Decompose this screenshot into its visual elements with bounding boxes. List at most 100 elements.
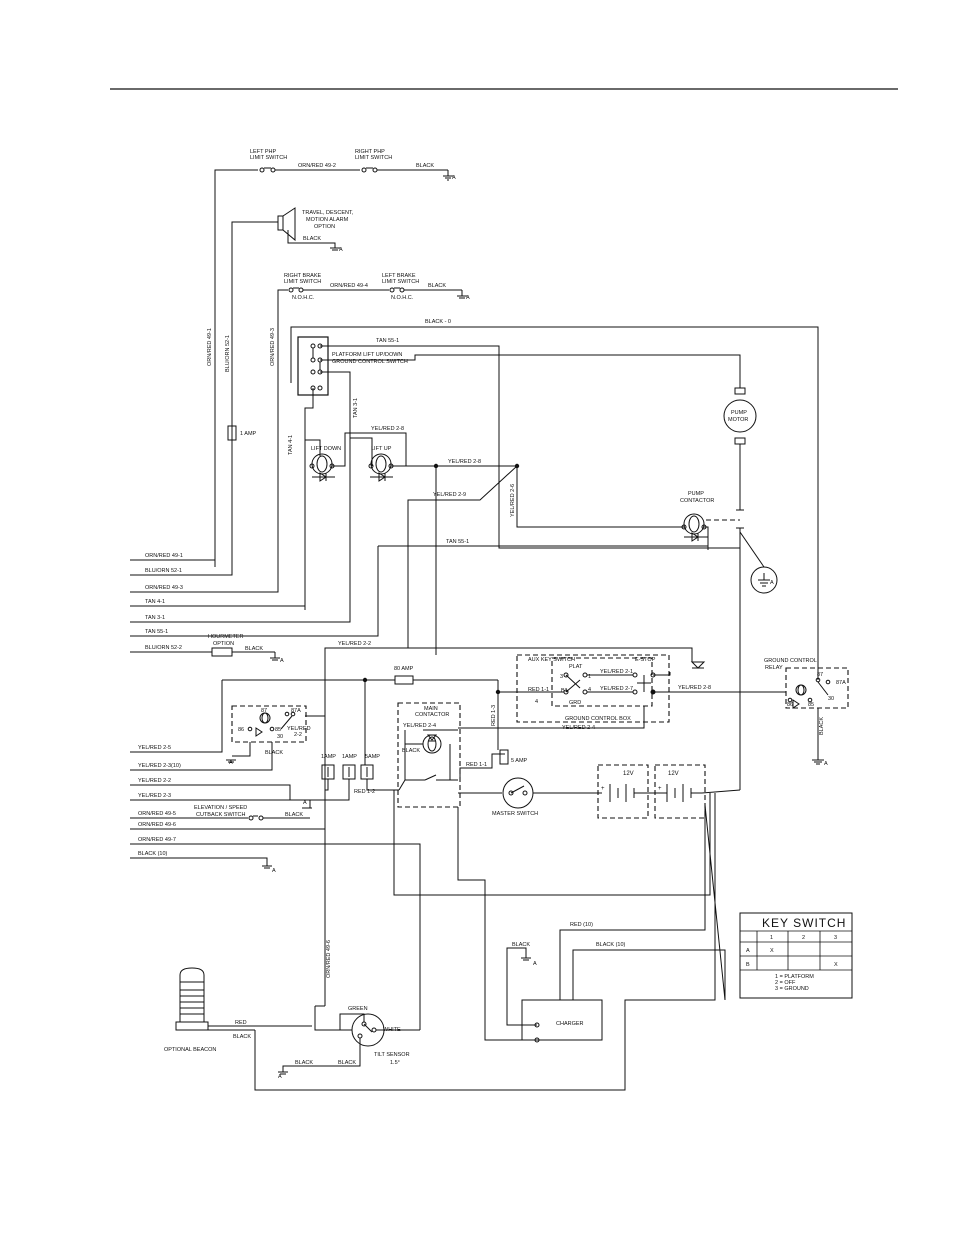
right-brake-label: RIGHT BRAKE (284, 273, 322, 279)
wire-contactor-down (704, 526, 709, 550)
estop-diode-icon (690, 661, 706, 669)
ks-x-a: X (770, 948, 774, 954)
wire-yel-red-2-2-label: YEL/RED 2-2 (338, 641, 371, 647)
wire-yel-red-2-6 (516, 466, 684, 528)
plat-3: 3 (560, 674, 563, 680)
tilt-sensor-label-2: 1.5° (390, 1060, 400, 1066)
pump-contactor-label-2: CONTACTOR (680, 498, 714, 504)
wire-tan-55-1-label: TAN 55-1 (376, 338, 399, 344)
harness-lower: YEL/RED 2-5 YEL/RED 2-3(10) YEL/RED 2-2 … (130, 745, 421, 1030)
elev-ground-a: A (303, 800, 307, 806)
tilt-black-1: BLACK (295, 1060, 313, 1066)
yel-red-2-7-label: YEL/RED 2-7 (600, 686, 633, 692)
alarm-ground-a: A (339, 247, 343, 253)
wire-yel-red-2-3 (130, 779, 350, 801)
ground-relay-label-1: GROUND CONTROL (764, 658, 817, 664)
hourmeter-ground-a: A (280, 658, 284, 664)
tilt-white: WHITE (383, 1027, 401, 1033)
yel-red-2-8c-label: YEL/RED 2-8 (678, 685, 711, 691)
wire-tan-55-1-feed (130, 546, 379, 637)
h-orn-49-1: ORN/RED 49-1 (145, 553, 183, 559)
left-brake-label: LEFT BRAKE (382, 273, 416, 279)
ks-x-b: X (834, 962, 838, 968)
pump-motor-label-2: MOTOR (728, 417, 748, 423)
alarm-label-1: TRAVEL, DESCENT, (302, 210, 354, 216)
ks-legend-3: 3 = GROUND (775, 986, 809, 992)
main-contactor-label-2: CONTACTOR (415, 712, 449, 718)
lrelay-86: 86 (238, 727, 244, 733)
fuse-1amp-a: 1AMP (321, 754, 336, 760)
red-1-1-label: RED 1-1 (528, 687, 549, 693)
battery-1-label: 12V (623, 771, 634, 777)
tilt-sensor-label-1: TILT SENSOR (374, 1052, 410, 1058)
tilt-black-2: BLACK (338, 1060, 356, 1066)
black-10-ground-a: A (272, 868, 276, 874)
pump-motor: PUMP MOTOR (723, 387, 757, 510)
alarm-label-2: MOTION ALARM (306, 217, 349, 223)
fuse-5amp: 5AMP (365, 754, 380, 760)
lrelay-2-2: 2-2 (294, 732, 302, 738)
brake-limit-switch-row: RIGHT BRAKE LIMIT SWITCH N.O.H.C. ORN/RE… (277, 273, 470, 590)
h-orn-49-3: ORN/RED 49-3 (145, 585, 183, 591)
h-yel-2-3: YEL/RED 2-3 (138, 793, 171, 799)
key-switch-title: KEY SWITCH (762, 916, 846, 930)
hourmeter-label-2: OPTION (213, 641, 234, 647)
right-pnp-label-2: LIMIT SWITCH (355, 155, 392, 161)
wire-to-pump-motor (320, 354, 741, 388)
grd-label: GRD (569, 700, 581, 706)
fuse-1amp-b: 1AMP (342, 754, 357, 760)
platform-switch-label-1: PLATFORM LIFT UP/DOWN (332, 352, 402, 358)
wire-tan-55-1b-label: TAN 55-1 (446, 539, 469, 545)
elevation-black: BLACK (285, 812, 303, 818)
plat-1: 1 (588, 674, 591, 680)
lift-down-solenoid: LIFT DOWN (309, 446, 341, 482)
hourmeter-option: BLU/ORN 52-2 HOURMETER OPTION BLACK A (130, 634, 284, 664)
relay-black-label: BLACK (819, 717, 825, 735)
relay-30: 30 (828, 696, 834, 702)
fuse-5-amp (499, 749, 509, 765)
h-black-10: BLACK (10) (138, 851, 168, 857)
relay-ground-a: A (824, 761, 828, 767)
wire-black-brake: BLACK (428, 283, 446, 289)
lift-down-label: LIFT DOWN (311, 446, 341, 452)
main-black: BLACK (402, 748, 420, 754)
left-pnp-label-2: LIMIT SWITCH (250, 155, 287, 161)
ks-col-2: 2 (802, 935, 805, 941)
pump-contactor-label-1: PUMP (688, 491, 704, 497)
fuse-5-amp-label: 5 AMP (511, 758, 528, 764)
wire-battery-to-beacon (254, 793, 716, 1091)
ks-legend-2: 2 = OFF (775, 980, 796, 986)
grd-4b: 4 (588, 687, 591, 693)
lrelay-30: 30 (277, 734, 283, 740)
pump-contactor: PUMP CONTACTOR (680, 491, 744, 542)
chassis-ground-a-label: A (770, 580, 774, 586)
hourmeter-label-1: HOURMETER (208, 634, 243, 640)
wire-yel-red-2-9 (407, 465, 518, 645)
fuse-1-amp-label: 1 AMP (240, 431, 257, 437)
wire-yel-red-2-4 (458, 706, 645, 729)
main-contactor: MAIN CONTACTOR YEL/RED 2-4 BLACK (397, 702, 461, 808)
ground-control-relay: 87 87A 86 85 30 GROUND CONTROL RELAY A B… (764, 658, 849, 767)
charger: CHARGER RED (10) BLACK (10) BLACK A (457, 805, 726, 1043)
relay-87: 87 (817, 672, 823, 678)
wire-yel-red-2-3-10 (130, 742, 273, 771)
relay-86: 86 (787, 702, 793, 708)
ks-row-a: A (746, 948, 750, 954)
right-brake-nohc: N.O.H.C. (292, 295, 315, 301)
estop-label: E-STOP (635, 657, 656, 663)
wire-to-estop (408, 647, 693, 662)
grd-b1: B1 (561, 688, 568, 694)
wire-yel-red-2-5 (130, 680, 223, 753)
ground-relay-label-2: RELAY (765, 665, 783, 671)
wire-red-1-1-b (459, 753, 505, 780)
wire-black-0-label: BLACK - 0 (425, 319, 451, 325)
charger-ground-a: A (533, 961, 537, 967)
lrelay-87a: 87A (291, 708, 301, 714)
fuse-1-amp: 1 AMP (227, 425, 257, 441)
pnp-limit-switch-row: LEFT PHP LIMIT SWITCH RIGHT PHP LIMIT SW… (214, 149, 456, 567)
wire-black-0 (290, 326, 819, 680)
red-1-1b-label: RED 1-1 (466, 762, 487, 768)
wire-red-1-2 (366, 779, 399, 791)
optional-beacon: RED BLACK OPTIONAL BEACON (164, 967, 312, 1053)
lift-up-solenoid: LIFT UP (368, 446, 394, 482)
